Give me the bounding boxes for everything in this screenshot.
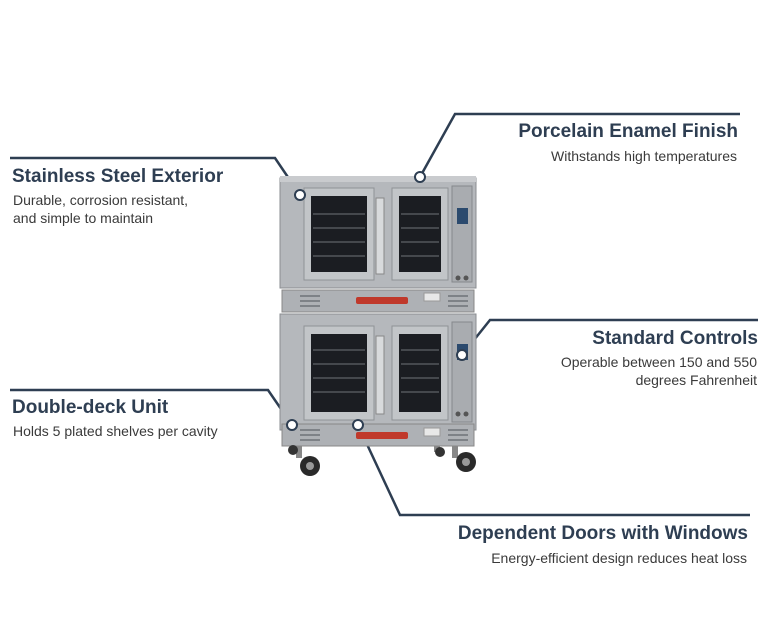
dot-doors	[352, 419, 364, 431]
controls-desc-1: Operable between 150 and 550	[560, 354, 757, 370]
stainless-desc-1: Durable, corrosion resistant,	[13, 192, 189, 208]
top-oven	[279, 176, 477, 313]
porcelain-title: Porcelain Enamel Finish	[518, 121, 738, 142]
stainless-title: Stainless Steel Exterior	[12, 166, 224, 187]
leader-porcelain	[418, 112, 740, 178]
doubledeck-desc: Holds 5 plated shelves per cavity	[13, 423, 218, 439]
top-left-window	[311, 196, 367, 272]
stainless-desc-2: and simple to maintain	[13, 210, 154, 226]
dot-doubledeck	[286, 419, 298, 431]
doors-title: Dependent Doors with Windows	[457, 523, 748, 544]
dot-controls	[456, 349, 468, 361]
bottom-handle	[375, 335, 385, 415]
top-right-window	[399, 196, 441, 272]
dot-stainless	[294, 189, 306, 201]
callout-dots	[286, 171, 468, 431]
top-badge	[356, 297, 408, 304]
top-handle	[375, 197, 385, 275]
bottom-right-window	[399, 334, 441, 412]
bottom-oven	[279, 313, 477, 447]
bottom-left-window	[311, 334, 367, 412]
top-control-panel	[451, 185, 473, 283]
dot-porcelain	[414, 171, 426, 183]
controls-desc-2: degrees Fahrenheit	[635, 372, 757, 388]
doubledeck-title: Double-deck Unit	[12, 397, 169, 418]
bottom-badge	[356, 432, 408, 439]
controls-title: Standard Controls	[592, 328, 758, 349]
leader-doors	[356, 424, 750, 517]
casters	[288, 445, 476, 476]
porcelain-desc: Withstands high temperatures	[551, 148, 737, 164]
bottom-control-panel	[451, 321, 473, 423]
doors-desc: Energy-efficient design reduces heat los…	[491, 550, 747, 566]
